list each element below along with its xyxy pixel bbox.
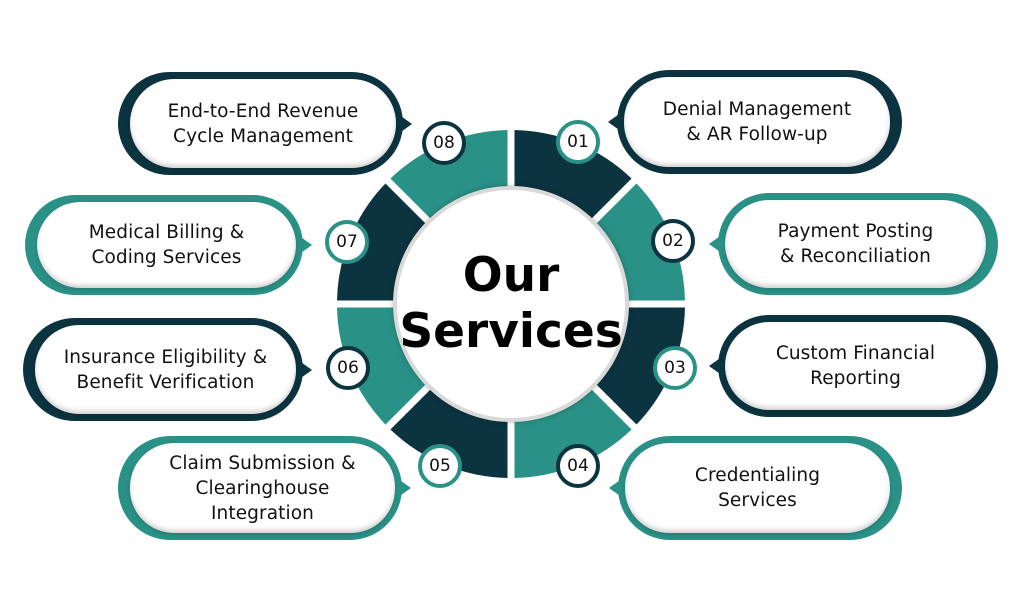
callout-text: Claim Submission & Clearinghouse Integra… xyxy=(130,443,395,533)
callout-line: Insurance Eligibility & xyxy=(63,346,268,368)
title-line-2: Services xyxy=(399,304,623,359)
callout-line: Reporting xyxy=(810,368,901,389)
callout-insurance-eligibility: Insurance Eligibility & Benefit Verifica… xyxy=(23,318,312,421)
callout-line: & AR Follow-up xyxy=(686,124,828,145)
callout-line: Denial Management xyxy=(662,99,852,120)
center-title: Our Services xyxy=(393,186,629,422)
number-badge-06: 06 xyxy=(326,346,370,390)
number-badge-08: 08 xyxy=(422,121,466,165)
callout-line: Claim Submission & xyxy=(169,452,356,474)
callout-custom-financial-reporting: Custom Financial Reporting xyxy=(709,315,998,417)
callout-line: End-to-End Revenue xyxy=(167,100,359,122)
callout-text: End-to-End Revenue Cycle Management xyxy=(130,79,396,168)
callout-line: Custom Financial xyxy=(775,343,936,364)
callout-end-to-end-rcm: End-to-End Revenue Cycle Management xyxy=(118,72,412,175)
number-badge-07: 07 xyxy=(325,220,369,264)
callout-line: Services xyxy=(718,490,797,511)
callout-line: Payment Posting xyxy=(777,221,934,242)
callout-line: Integration xyxy=(210,502,315,524)
title-line-1: Our xyxy=(462,248,560,303)
callout-text: Payment Posting & Reconciliation xyxy=(725,200,986,288)
callout-line: & Reconciliation xyxy=(780,246,931,267)
callout-text: Credentialing Services xyxy=(625,443,890,533)
number-badge-02: 02 xyxy=(651,219,695,263)
callout-line: Medical Billing & xyxy=(88,222,245,243)
callout-medical-billing: Medical Billing & Coding Services xyxy=(25,195,312,295)
callout-text: Medical Billing & Coding Services xyxy=(37,202,296,288)
callout-text: Insurance Eligibility & Benefit Verifica… xyxy=(35,325,296,414)
number-badge-03: 03 xyxy=(653,346,697,390)
callout-credentialing-services: Credentialing Services xyxy=(609,436,902,540)
callout-claim-submission: Claim Submission & Clearinghouse Integra… xyxy=(118,436,411,540)
callout-denial-management: Denial Management & AR Follow-up xyxy=(608,70,902,174)
callout-text: Denial Management & AR Follow-up xyxy=(624,77,890,167)
number-badge-01: 01 xyxy=(556,120,600,164)
number-badge-05: 05 xyxy=(418,444,462,488)
callout-text: Custom Financial Reporting xyxy=(725,322,986,410)
callout-payment-posting: Payment Posting & Reconciliation xyxy=(709,193,998,295)
callout-line: Clearinghouse xyxy=(195,477,330,499)
callout-line: Credentialing xyxy=(694,465,821,486)
callout-line: Benefit Verification xyxy=(76,371,255,393)
callout-line: Coding Services xyxy=(91,247,242,268)
number-badge-04: 04 xyxy=(556,444,600,488)
callout-line: Cycle Management xyxy=(173,125,353,147)
